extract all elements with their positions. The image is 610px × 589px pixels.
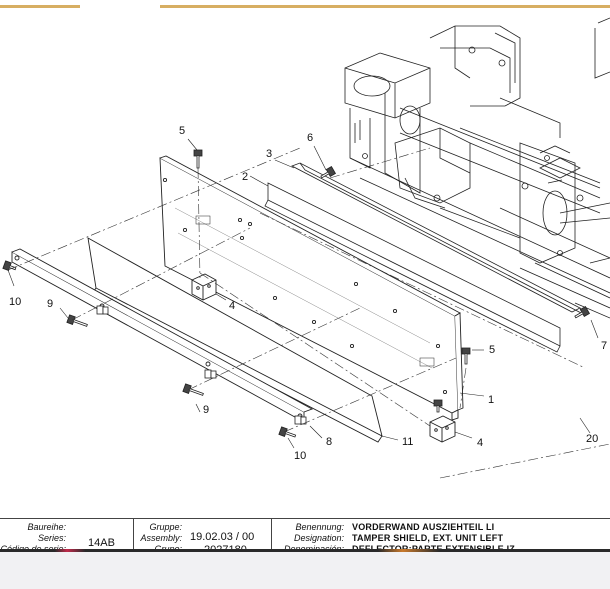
sheet-top-edge — [0, 0, 610, 8]
title-divider-2 — [271, 519, 272, 552]
block-4 — [191, 273, 456, 443]
viewer-background — [0, 553, 610, 589]
series-label: Baureihe: — [27, 522, 66, 532]
callout-6: 6 — [307, 132, 313, 144]
center-lines — [7, 147, 610, 479]
callout-labels: 1 2 3 4 4 5 5 6 7 8 9 9 10 10 11 20 — [9, 125, 607, 462]
group-value: 2027180 — [204, 544, 247, 552]
group-label: Gruppe: — [149, 522, 182, 532]
title-block: Baureihe: Series: Código de serie: 14AB … — [0, 518, 610, 552]
callout-4b: 4 — [477, 437, 483, 449]
name-de: VORDERWAND AUSZIEHTEIL LI — [352, 522, 495, 532]
series-label-es: Código de serie: — [0, 544, 66, 552]
leader-lines — [7, 138, 599, 449]
top-tab-right — [160, 5, 610, 8]
callout-2: 2 — [242, 171, 248, 183]
callout-11: 11 — [402, 436, 413, 448]
callout-5b: 5 — [489, 344, 495, 356]
callout-9b: 9 — [203, 404, 209, 416]
callout-4a: 4 — [229, 300, 235, 312]
parts-diagram: 1 2 3 4 4 5 5 6 7 8 9 9 10 10 11 20 — [2, 17, 610, 479]
assembly-value: 19.02.03 / 00 — [190, 531, 255, 543]
callout-7: 7 — [601, 340, 607, 352]
tamper-shield-1 — [159, 155, 464, 421]
machine-frame — [344, 17, 610, 319]
title-divider-1 — [133, 519, 134, 552]
screws — [2, 149, 591, 438]
name-es: DEFLECTOR:PARTE EXTENSIBLE IZ — [352, 544, 515, 552]
callout-8: 8 — [326, 436, 332, 448]
series-label-en: Series: — [37, 533, 66, 543]
callout-5a: 5 — [179, 125, 185, 137]
top-tab-left — [0, 5, 80, 8]
assembly-label: Assembly: — [140, 533, 182, 543]
callout-10b: 10 — [294, 450, 306, 462]
name-en: TAMPER SHIELD, EXT. UNIT LEFT — [352, 533, 504, 543]
callout-10a: 10 — [9, 296, 21, 308]
callout-1: 1 — [488, 394, 494, 406]
series-value: 14AB — [88, 537, 115, 549]
callout-3: 3 — [266, 148, 272, 160]
name-label: Benennung: — [295, 522, 344, 532]
designation-label: Designation: — [293, 533, 344, 543]
cover-plate-2 — [264, 182, 561, 353]
callout-20: 20 — [586, 433, 598, 445]
drawing-sheet: 1 2 3 4 4 5 5 6 7 8 9 9 10 10 11 20 Baur… — [0, 0, 610, 552]
viewer-bottom-strip — [0, 549, 610, 552]
callout-9a: 9 — [47, 298, 53, 310]
group-label-es: Grupo: — [154, 544, 182, 552]
designation-label-es: Denominación: — [283, 544, 344, 552]
